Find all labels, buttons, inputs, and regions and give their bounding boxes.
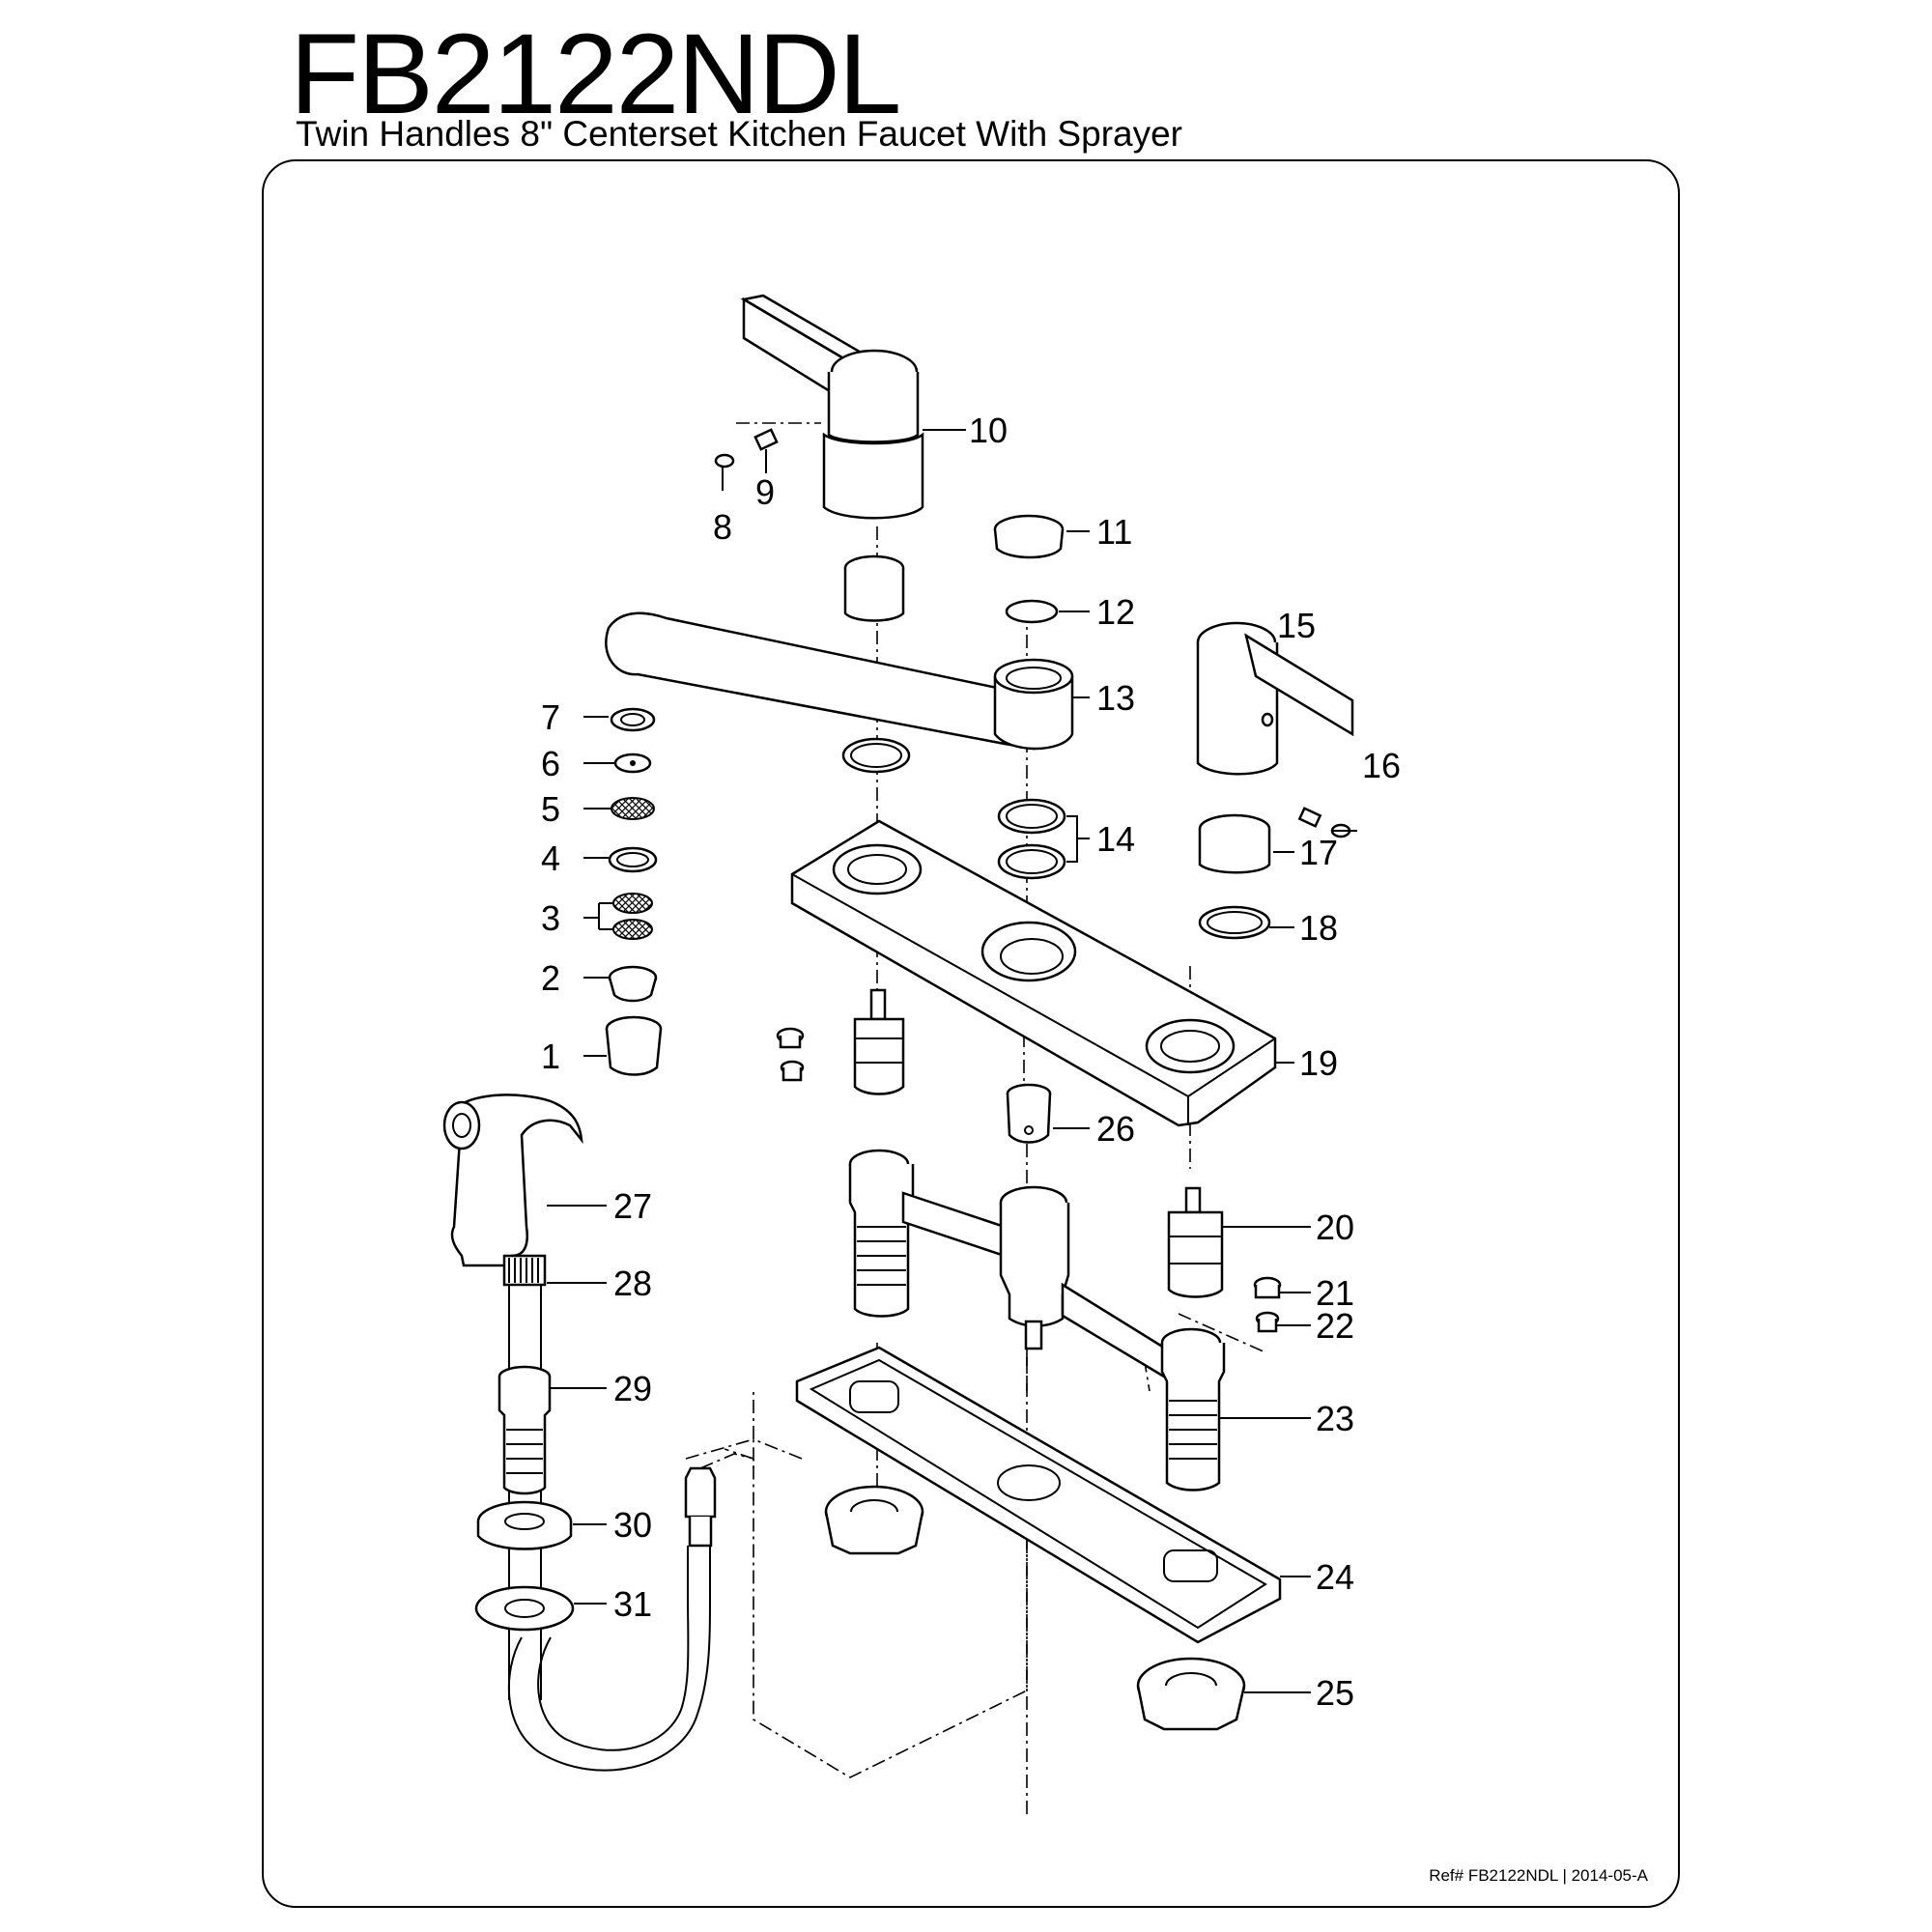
- left-o-ring: [841, 737, 911, 774]
- part-25-mounting-nut: [1136, 1657, 1246, 1731]
- callout-20: 20: [1316, 1208, 1354, 1247]
- part-9-set-screw: [753, 428, 779, 473]
- part-10-left-handle: [740, 294, 966, 520]
- part-8-screw-cap: [714, 453, 735, 491]
- callout-7: 7: [541, 697, 560, 737]
- callout-8: 8: [713, 507, 732, 547]
- part-21-seat: [1253, 1276, 1282, 1299]
- part-12-spout-disk: [1005, 599, 1059, 624]
- callout-4: 4: [541, 838, 560, 878]
- callout-15: 15: [1277, 606, 1316, 645]
- part-14-o-rings: [997, 798, 1066, 880]
- model-number: FB2122NDL: [290, 11, 901, 138]
- part-19-deck-plate: [790, 819, 1277, 1127]
- callout-13: 13: [1096, 678, 1135, 718]
- part-23-valve-body: [848, 1149, 1226, 1492]
- part-27-sprayer-head: [442, 1094, 583, 1267]
- part-18-right-o-ring: [1198, 905, 1271, 940]
- part-31-sprayer-washer: [474, 1585, 575, 1632]
- part-29-sprayer-base: [497, 1365, 552, 1495]
- callout-22: 22: [1316, 1306, 1354, 1346]
- part-4-aerator-ring: [608, 846, 658, 873]
- callout-18: 18: [1299, 908, 1338, 948]
- part-15-right-handle: [1196, 621, 1354, 776]
- part-24-base-gasket: [795, 1346, 1282, 1644]
- left-seat-and-spring: [776, 1027, 805, 1082]
- reference-code: Ref# FB2122NDL | 2014-05-A: [1429, 1866, 1648, 1885]
- callout-25: 25: [1316, 1673, 1354, 1713]
- callout-11: 11: [1096, 512, 1132, 552]
- callout-23: 23: [1316, 1399, 1354, 1438]
- part-26-diverter: [1006, 1083, 1052, 1144]
- diagram-frame: [262, 159, 1680, 1908]
- part-30-sprayer-flange: [476, 1500, 573, 1550]
- callout-30: 30: [613, 1505, 652, 1545]
- part-5-aerator-screen: [611, 797, 655, 820]
- handle-adapter-left: [843, 554, 905, 622]
- part-7-aerator-washer: [610, 707, 656, 732]
- callout-28: 28: [613, 1264, 652, 1303]
- callout-24: 24: [1316, 1557, 1354, 1597]
- callout-16: 16: [1362, 746, 1401, 785]
- part-2-aerator-insert: [608, 965, 658, 1003]
- callout-26: 26: [1096, 1109, 1135, 1149]
- callout-12: 12: [1096, 592, 1135, 632]
- part-6-flow-disk: [613, 753, 652, 774]
- callout-1: 1: [541, 1037, 560, 1076]
- left-mounting-nut: [824, 1485, 924, 1555]
- callout-14: 14: [1096, 819, 1135, 859]
- callout-leader-lines: [547, 530, 1357, 1693]
- callout-27: 27: [613, 1186, 652, 1226]
- part-13-spout: [605, 611, 1074, 751]
- callout-21: 21: [1316, 1273, 1354, 1313]
- diagram-subtitle: Twin Handles 8" Centerset Kitchen Faucet…: [296, 114, 1182, 154]
- callout-31: 31: [613, 1584, 652, 1624]
- callout-17: 17: [1299, 833, 1338, 872]
- part-22-spring: [1255, 1311, 1280, 1333]
- sprayer-hose: [507, 1453, 754, 1772]
- part-3-aerator-meshes: [612, 893, 653, 940]
- part-11-spout-cap: [993, 514, 1065, 559]
- callout-2: 2: [541, 958, 560, 998]
- callout-9: 9: [755, 472, 775, 512]
- part-20-right-cartridge: [1167, 1186, 1224, 1298]
- callout-5: 5: [541, 789, 560, 829]
- callout-10: 10: [969, 411, 1008, 450]
- part-28-sprayer-hose-connector: [502, 1254, 547, 1700]
- callout-19: 19: [1299, 1043, 1338, 1083]
- callout-29: 29: [613, 1369, 652, 1408]
- part-17-right-adapter: [1198, 813, 1271, 874]
- left-cartridge: [853, 988, 905, 1095]
- part-1-aerator-housing: [605, 1015, 663, 1076]
- callout-3: 3: [541, 898, 560, 938]
- part-callouts: 7 6 5 4 3 2 1 8 9 10 11 12 13 14 15 16 1…: [541, 411, 1401, 1713]
- callout-6: 6: [541, 744, 560, 783]
